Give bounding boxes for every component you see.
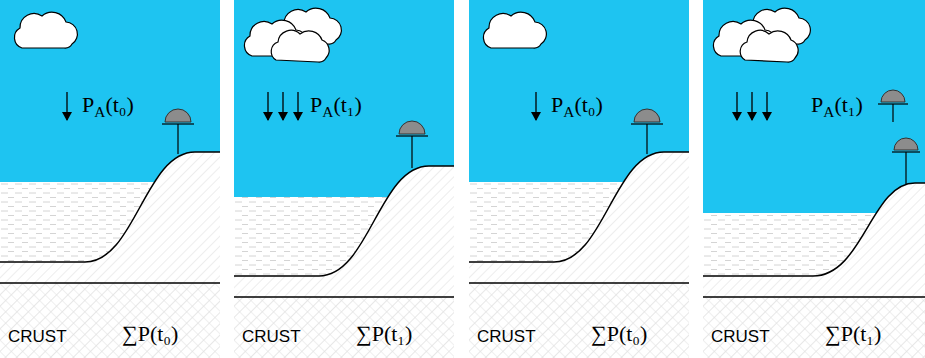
sum-label: ∑P(t₁) — [825, 322, 881, 346]
pressure-label: PA(t₀) — [551, 93, 603, 117]
layer-label: CRUST — [242, 328, 301, 347]
pressure-label: PA(t₁) — [811, 93, 863, 117]
panel — [234, 0, 454, 358]
layer-label: CRUST — [8, 328, 67, 347]
panel — [469, 0, 689, 358]
sum-label: ∑P(t₁) — [356, 322, 412, 346]
panel — [0, 0, 220, 358]
pressure-label: PA(t₀) — [82, 93, 134, 117]
pressure-label: PA(t₁) — [310, 93, 362, 117]
layer-label: CRUST — [477, 328, 536, 347]
sum-label: ∑P(t₀) — [122, 322, 178, 346]
panel — [703, 0, 925, 358]
layer-label: CRUST — [711, 328, 770, 347]
sum-label: ∑P(t₀) — [591, 322, 647, 346]
